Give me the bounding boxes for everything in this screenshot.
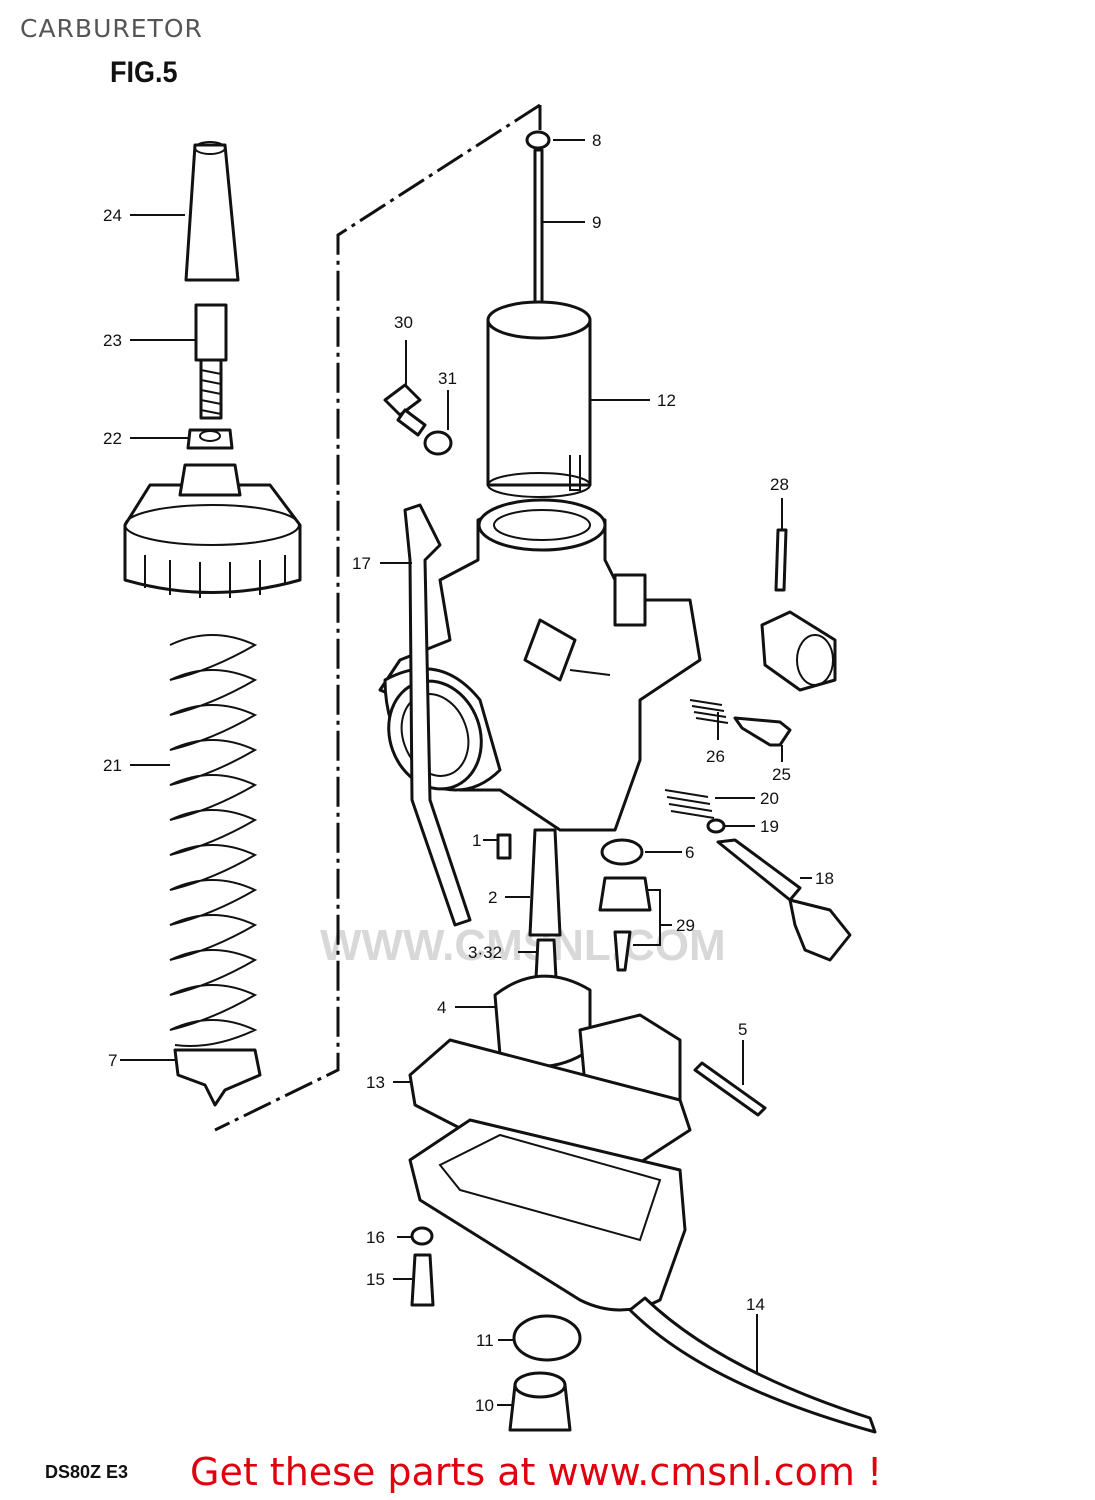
part-24-cap xyxy=(184,141,240,282)
callout-20: 20 xyxy=(760,789,779,808)
callout-23: 23 xyxy=(103,331,122,350)
part-30-screw xyxy=(383,383,427,437)
callout-8: 8 xyxy=(592,131,601,150)
part-2-needle-jet xyxy=(528,828,562,937)
callout-30: 30 xyxy=(394,313,413,332)
callout-5: 5 xyxy=(738,1020,747,1039)
callout-6: 6 xyxy=(685,843,694,862)
part-5-float-pin xyxy=(693,1061,767,1117)
callout-21: 21 xyxy=(103,756,122,775)
part-float-bowl xyxy=(408,1118,687,1312)
page-title: CARBURETOR xyxy=(20,14,203,43)
part-11-o-ring xyxy=(512,1314,582,1362)
part-choke-cap xyxy=(760,610,837,692)
part-22-nut xyxy=(186,428,234,450)
callout-31: 31 xyxy=(438,369,457,388)
callout-28: 28 xyxy=(770,475,789,494)
callout-26: 26 xyxy=(706,747,725,766)
watermark-text: WWW.CMSNL.COM xyxy=(320,921,726,970)
callout-3-32: 3·32 xyxy=(468,943,502,962)
callout-4: 4 xyxy=(437,998,446,1017)
part-8-clip xyxy=(525,130,551,150)
part-29-valve-seat xyxy=(598,876,652,972)
leader-lines xyxy=(120,139,812,1406)
part-9-needle xyxy=(533,148,544,327)
callout-17: 17 xyxy=(352,554,371,573)
promo-link[interactable]: Get these parts at www.cmsnl.com ! xyxy=(190,1450,883,1494)
callout-2: 2 xyxy=(488,888,497,907)
callout-7: 7 xyxy=(108,1051,117,1070)
callout-29: 29 xyxy=(676,916,695,935)
part-14-hose xyxy=(628,1296,877,1434)
part-10-drain-plug xyxy=(508,1371,572,1432)
callout-25: 25 xyxy=(772,765,791,784)
callout-15: 15 xyxy=(366,1270,385,1289)
figure-label: FIG.5 xyxy=(110,56,178,89)
part-20-spring xyxy=(664,789,715,819)
part-21-spring xyxy=(169,634,258,1047)
callout-18: 18 xyxy=(815,869,834,888)
callout-13: 13 xyxy=(366,1073,385,1092)
model-code: DS80Z E3 xyxy=(45,1462,129,1482)
part-6-washer xyxy=(600,838,644,866)
callout-16: 16 xyxy=(366,1228,385,1247)
callout-11: 11 xyxy=(476,1331,494,1350)
callout-10: 10 xyxy=(475,1396,494,1415)
callout-19: 19 xyxy=(760,817,779,836)
part-16-washer xyxy=(410,1226,434,1246)
part-28-pin xyxy=(774,528,788,592)
part-1-jet xyxy=(496,833,512,860)
part-26-spring xyxy=(689,699,729,724)
carburetor-body xyxy=(378,498,702,832)
assembly-boundary-line xyxy=(214,103,542,1132)
callout-labels: 1 2 3·32 4 5 6 7 8 9 10 11 12 13 14 15 1… xyxy=(103,131,834,1415)
part-15-screw xyxy=(410,1253,435,1307)
part-18-idle-screw xyxy=(716,838,852,962)
callout-14: 14 xyxy=(746,1295,765,1314)
callout-12: 12 xyxy=(657,391,676,410)
part-top-cap xyxy=(123,463,302,598)
part-7-plate xyxy=(173,1048,262,1107)
part-31-washer xyxy=(423,430,453,456)
callout-22: 22 xyxy=(103,429,122,448)
part-23-adjuster-bolt xyxy=(194,303,228,420)
part-3-32-main-jet xyxy=(534,938,558,980)
callout-24: 24 xyxy=(103,206,122,225)
part-12-throttle-valve xyxy=(486,300,592,498)
callout-1: 1 xyxy=(472,831,481,850)
part-25-screw xyxy=(733,716,792,747)
part-19-o-ring xyxy=(706,818,726,834)
callout-9: 9 xyxy=(592,213,601,232)
part-17-overflow-tube xyxy=(403,503,472,927)
